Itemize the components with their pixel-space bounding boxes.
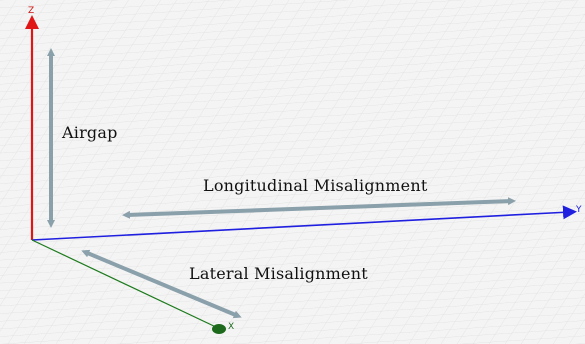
- lateral-misalignment-label: Lateral Misalignment: [189, 264, 368, 283]
- y-axis-letter: Y: [576, 205, 582, 215]
- airgap-label: Airgap: [62, 123, 118, 142]
- longitudinal-arrow: [122, 197, 516, 219]
- longitudinal-misalignment-label: Longitudinal Misalignment: [203, 176, 428, 195]
- z-axis-letter: Z: [28, 6, 35, 16]
- x-axis-head: [212, 324, 226, 334]
- x-axis-letter: X: [228, 322, 235, 332]
- lateral-arrow: [81, 249, 242, 319]
